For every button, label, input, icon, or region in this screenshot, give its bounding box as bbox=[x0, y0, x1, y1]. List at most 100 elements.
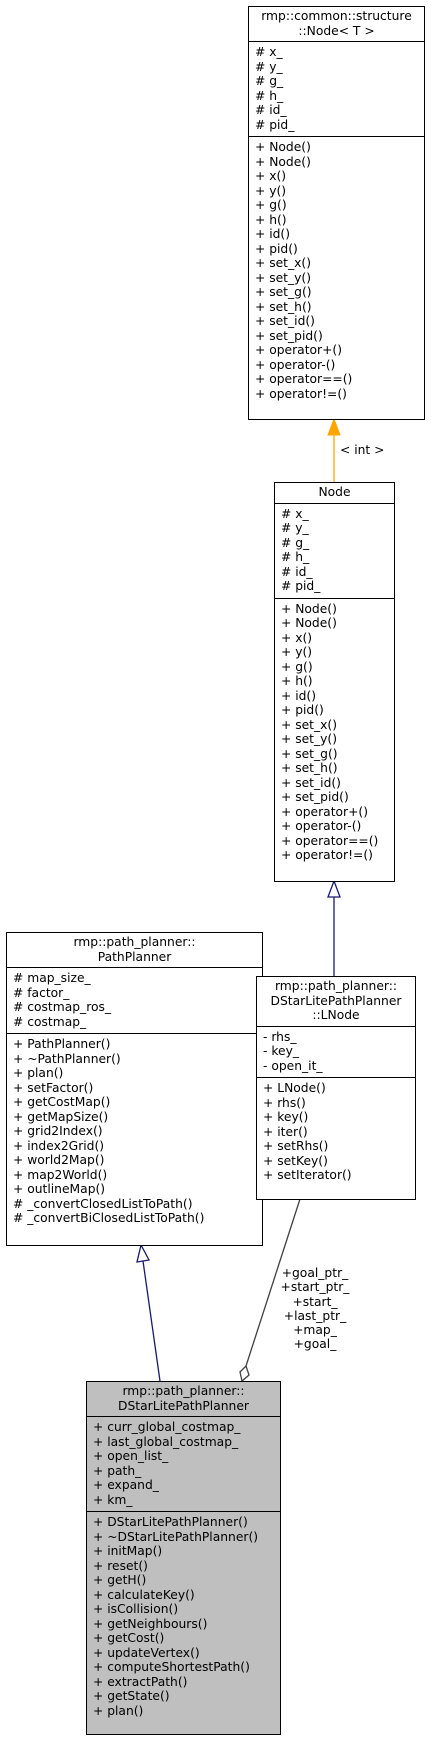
method-item: + rhs() bbox=[263, 1095, 306, 1110]
attribute-item: # pid_ bbox=[281, 579, 321, 593]
method-item: + DStarLitePathPlanner() bbox=[93, 1515, 248, 1529]
method-item: + plan() bbox=[13, 1066, 64, 1080]
attribute-item: # y_ bbox=[255, 59, 283, 74]
method-item: + pid() bbox=[255, 241, 298, 256]
class-node-title: Node bbox=[275, 483, 394, 503]
method-item: + set_g() bbox=[255, 285, 312, 299]
method-item: + set_id() bbox=[281, 775, 341, 790]
inheritance-edge-lnode-node-arrowhead bbox=[327, 879, 341, 898]
attribute-item: - open_it_ bbox=[263, 1058, 323, 1073]
method-item: + getState() bbox=[93, 1689, 170, 1703]
association-edge-diamond bbox=[239, 1364, 250, 1383]
method-item: + operator-() bbox=[281, 819, 362, 833]
attribute-item: # x_ bbox=[255, 45, 283, 59]
method-item: + set_id() bbox=[255, 314, 315, 328]
role-label: +goal_ptr_ bbox=[281, 1266, 349, 1280]
class-title-line: rmp::path_planner:: bbox=[274, 979, 398, 993]
class-node-template-methods: + Node() + Node() + x() + y() + g() + h(… bbox=[249, 136, 424, 405]
method-item: + world2Map() bbox=[13, 1153, 105, 1167]
method-item: + iter() bbox=[263, 1124, 308, 1139]
class-lnode-title: rmp::path_planner:: DStarLitePathPlanner… bbox=[257, 977, 415, 1026]
class-path-planner-title: rmp::path_planner:: PathPlanner bbox=[7, 933, 262, 967]
method-item: + set_y() bbox=[255, 270, 312, 285]
method-item: + grid2Index() bbox=[13, 1124, 103, 1138]
attribute-item: # g_ bbox=[255, 74, 284, 88]
class-title-line: ::LNode bbox=[312, 1008, 360, 1022]
class-lnode-attributes: - rhs_ - key_ - open_it_ bbox=[257, 1025, 415, 1078]
method-item: + initMap() bbox=[93, 1544, 163, 1558]
method-item: + id() bbox=[281, 688, 317, 703]
method-item: + set_y() bbox=[281, 732, 338, 746]
class-dstar-lite-path-planner[interactable]: rmp::path_planner:: DStarLitePathPlanner… bbox=[86, 1381, 281, 1735]
attribute-item: # h_ bbox=[255, 88, 284, 103]
class-title-line: rmp::common::structure bbox=[261, 9, 412, 23]
attribute-item: - rhs_ bbox=[263, 1029, 297, 1044]
class-path-planner-attributes: # map_size_ # factor_ # costmap_ros_ # c… bbox=[7, 967, 262, 1033]
class-title-line: rmp::path_planner:: bbox=[122, 1384, 245, 1398]
method-item: # _convertBiClosedListToPath() bbox=[13, 1211, 205, 1225]
class-node-template-title: rmp::common::structure ::Node< T > bbox=[249, 7, 424, 41]
method-item: + operator+() bbox=[255, 343, 342, 357]
method-item: + setKey() bbox=[263, 1153, 328, 1168]
role-label: +start_ bbox=[292, 1294, 338, 1309]
method-item: + x() bbox=[281, 630, 313, 645]
method-item: + getCostMap() bbox=[13, 1095, 111, 1109]
method-item: + set_x() bbox=[255, 256, 312, 270]
attribute-item: - key_ bbox=[263, 1044, 300, 1058]
method-item: + getH() bbox=[93, 1573, 147, 1587]
class-lnode-methods: + LNode() + rhs() + key() + iter() + set… bbox=[257, 1077, 415, 1187]
class-title-line: PathPlanner bbox=[97, 949, 172, 964]
class-node-attributes: # x_ # y_ # g_ # h_ # id_ # pid_ bbox=[275, 502, 394, 598]
class-title-line: ::Node< T > bbox=[298, 23, 375, 38]
method-item: + Node() bbox=[281, 616, 337, 630]
class-lnode[interactable]: rmp::path_planner:: DStarLitePathPlanner… bbox=[256, 976, 416, 1200]
class-node[interactable]: Node # x_ # y_ # g_ # h_ # id_ # pid_ + … bbox=[274, 482, 395, 882]
attribute-item: + expand_ bbox=[93, 1478, 159, 1492]
method-item: + index2Grid() bbox=[13, 1138, 105, 1153]
attribute-item: # factor_ bbox=[13, 985, 70, 1000]
method-item: + set_h() bbox=[281, 761, 338, 775]
method-item: + PathPlanner() bbox=[13, 1037, 111, 1051]
method-item: + map2World() bbox=[13, 1167, 108, 1182]
class-title-line: DStarLitePathPlanner bbox=[118, 1398, 249, 1413]
method-item: + operator!=() bbox=[255, 386, 347, 401]
method-item: + pid() bbox=[281, 703, 324, 717]
inheritance-edge-dstar-pathplanner-line bbox=[142, 1260, 161, 1382]
method-item: + setRhs() bbox=[263, 1139, 329, 1153]
class-title-line: DStarLitePathPlanner bbox=[270, 993, 402, 1008]
class-path-planner[interactable]: rmp::path_planner:: PathPlanner # map_si… bbox=[6, 932, 263, 1246]
method-item: + y() bbox=[281, 645, 313, 659]
role-label: +start_ptr_ bbox=[280, 1280, 350, 1295]
attribute-item: # id_ bbox=[281, 564, 313, 579]
method-item: + y() bbox=[255, 183, 287, 198]
attribute-item: # y_ bbox=[281, 521, 309, 535]
method-item: + LNode() bbox=[263, 1081, 326, 1095]
method-item: + isCollision() bbox=[93, 1602, 179, 1616]
method-item: + operator!=() bbox=[281, 848, 373, 862]
attribute-item: + last_global_costmap_ bbox=[93, 1434, 239, 1449]
class-path-planner-methods: + PathPlanner() + ~PathPlanner() + plan(… bbox=[7, 1033, 262, 1230]
method-item: + operator==() bbox=[255, 372, 353, 386]
method-item: + calculateKey() bbox=[93, 1587, 195, 1602]
association-edge-line bbox=[245, 1198, 301, 1367]
method-item: + set_x() bbox=[281, 717, 338, 732]
attribute-item: # id_ bbox=[255, 103, 287, 117]
method-item: + setFactor() bbox=[13, 1080, 94, 1095]
method-item: + set_g() bbox=[281, 746, 338, 761]
attribute-item: # pid_ bbox=[255, 117, 295, 132]
class-title-line: rmp::path_planner:: bbox=[73, 935, 196, 949]
method-item: + Node() bbox=[255, 140, 311, 154]
method-item: + ~PathPlanner() bbox=[13, 1051, 121, 1066]
attribute-item: # costmap_ros_ bbox=[13, 1000, 112, 1014]
role-label: +last_ptr_ bbox=[283, 1308, 347, 1323]
method-item: + set_pid() bbox=[255, 328, 323, 343]
association-role-labels: +goal_ptr_ +start_ptr_ +start_ +last_ptr… bbox=[270, 1266, 360, 1352]
method-item: + x() bbox=[255, 169, 287, 183]
inheritance-edge-dstar-pathplanner-arrowhead bbox=[136, 1243, 150, 1263]
method-item: + setIterator() bbox=[263, 1168, 352, 1182]
class-node-template-attributes: # x_ # y_ # g_ # h_ # id_ # pid_ bbox=[249, 41, 424, 136]
class-node-template[interactable]: rmp::common::structure ::Node< T > # x_ … bbox=[248, 6, 425, 420]
role-label: +goal_ bbox=[293, 1337, 337, 1352]
